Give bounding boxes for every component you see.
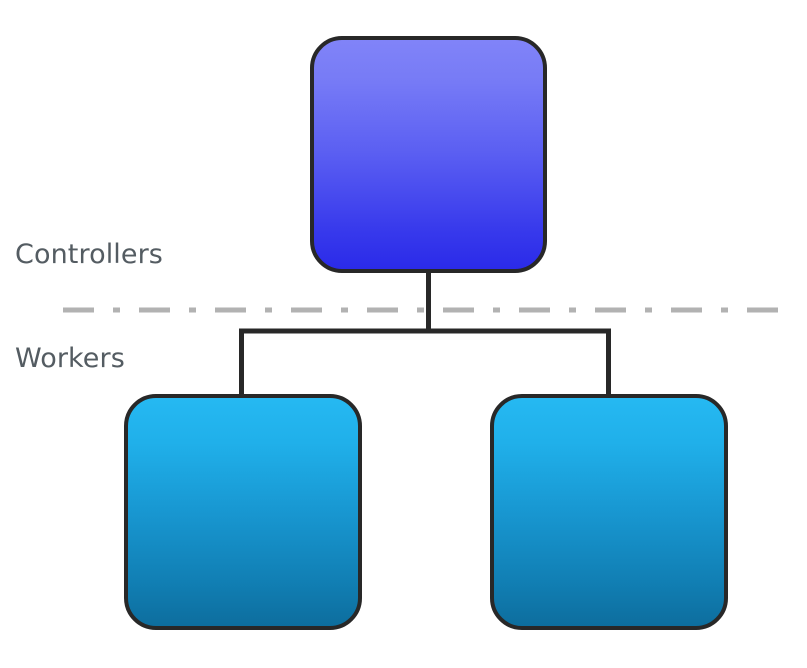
controller-node-1[interactable] xyxy=(310,36,547,273)
connector-group xyxy=(239,269,611,400)
zone-label-controllers: Controllers xyxy=(15,239,163,270)
worker-node-2[interactable] xyxy=(490,394,728,630)
zone-label-workers: Workers xyxy=(15,343,125,374)
worker-node-1[interactable] xyxy=(124,394,362,630)
